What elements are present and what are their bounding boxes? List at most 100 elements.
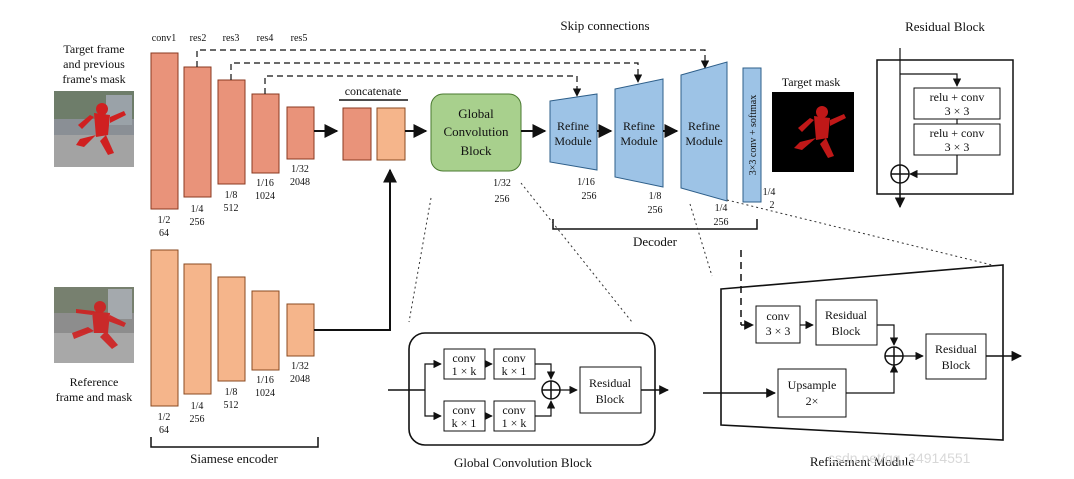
gcb-top-to-add <box>535 363 556 380</box>
gcb-conv-top-2-line-1: conv <box>502 351 525 365</box>
arrow-reference-to-concat <box>314 168 397 331</box>
refine-module-3-line-1: Refine <box>688 119 720 133</box>
skip-connection-res4 <box>264 75 582 97</box>
refinement-residual-b <box>925 333 987 380</box>
residual-block-frame <box>876 59 1014 195</box>
gcb-node-line-3: Block <box>460 143 492 158</box>
refinement-conv-line-1: conv <box>766 309 789 323</box>
softmax-layer <box>742 67 762 203</box>
softmax-channels: 2 <box>770 200 775 211</box>
target-scale-5: 1/32 <box>291 164 309 175</box>
reference-block-res5 <box>286 303 315 357</box>
skip-connections-label: Skip connections <box>560 18 649 33</box>
refinement-conv-line-2: 3 × 3 <box>766 324 791 338</box>
stage-label-res2: res2 <box>190 33 207 44</box>
refinement-residual-a-to-add <box>877 324 899 346</box>
target-scale-4: 1/16 <box>256 178 274 189</box>
stage-label-conv1: conv1 <box>152 33 176 44</box>
softmax-scale: 1/4 <box>763 187 776 198</box>
refinement-residual-a <box>815 299 878 346</box>
gcb-node-line-1: Global <box>458 106 494 121</box>
reference-channels-3: 512 <box>224 400 239 411</box>
gcb-conv-top-1-line-2: 1 × k <box>452 364 477 378</box>
skip-connection-res3 <box>230 62 643 83</box>
target-frame-image <box>54 91 134 167</box>
refinement-conv <box>755 305 801 344</box>
refinement-residual-b-line-1: Residual <box>935 342 978 356</box>
skip-connection-res2 <box>196 49 710 69</box>
residual-merge-line <box>909 155 958 179</box>
zoom-line-refine-left <box>689 203 713 277</box>
refinement-residual-a-line-2: Block <box>832 324 861 338</box>
target-mask-label: Target mask <box>782 75 841 89</box>
reference-frame-image <box>54 287 134 363</box>
refinement-upsample-to-add <box>846 364 899 394</box>
gcb-conv-kx1-top <box>493 348 536 380</box>
stage-label-res4: res4 <box>257 33 274 44</box>
zoom-line-refine-right <box>726 199 993 266</box>
target-channels-2: 256 <box>190 217 205 228</box>
refine-module-3-line-2: Module <box>685 134 722 148</box>
concat-reference-features <box>376 107 406 161</box>
reference-channels-4: 1024 <box>255 388 275 399</box>
gcb-bottom-to-add <box>535 400 556 417</box>
target-channels-4: 1024 <box>255 191 275 202</box>
gcb-conv-bottom-1-line-2: k × 1 <box>452 416 477 430</box>
target-block-conv1 <box>150 52 179 210</box>
refinement-residual-b-line-2: Block <box>942 358 971 372</box>
target-block-res5 <box>286 106 315 160</box>
reference-scale-4: 1/16 <box>256 375 274 386</box>
reference-block-res2 <box>183 263 212 395</box>
watermark: csdn.net/qq_34914551 <box>828 450 971 466</box>
refinement-upsample-line-1: Upsample <box>788 378 837 392</box>
decoder-bracket <box>552 219 758 230</box>
residual-unit-2-line-1: relu + conv <box>930 126 985 140</box>
reference-channels-2: 256 <box>190 414 205 425</box>
refine-module-3 <box>680 61 728 202</box>
reference-encoder <box>150 249 315 407</box>
target-mask-image <box>772 92 854 172</box>
target-scale-1: 1/2 <box>158 215 171 226</box>
gcb-input-top <box>424 359 442 390</box>
zoom-line-gcb-left <box>408 197 432 323</box>
target-scale-3: 1/8 <box>225 190 238 201</box>
concatenate-label: concatenate <box>345 84 402 98</box>
refinement-upsample <box>777 368 847 418</box>
reference-scale-2: 1/4 <box>191 401 204 412</box>
stage-label-res3: res3 <box>223 33 240 44</box>
refine-module-3-channels: 256 <box>714 217 729 228</box>
gcb-conv-kx1-bottom <box>443 400 486 432</box>
gcb-conv-top-1-line-1: conv <box>452 351 475 365</box>
gcb-conv-1xk-top <box>443 348 486 380</box>
reference-channels-5: 2048 <box>290 374 310 385</box>
gcb-conv-bottom-2-line-2: 1 × k <box>502 416 527 430</box>
refine-module-3-scale: 1/4 <box>715 203 728 214</box>
residual-branch-line <box>900 73 962 87</box>
reference-block-conv1 <box>150 249 179 407</box>
refine-module-2-line-2: Module <box>620 134 657 148</box>
gcb-node-line-2: Convolution <box>443 124 509 139</box>
gcb-node-channels: 256 <box>495 194 510 205</box>
target-block-res3 <box>217 79 246 185</box>
refine-module-1-line-2: Module <box>554 134 591 148</box>
target-input-label-1: Target frame <box>63 42 124 56</box>
reference-scale-3: 1/8 <box>225 387 238 398</box>
refine-module-1-line-1: Refine <box>557 119 589 133</box>
gcb-conv-top-2-line-2: k × 1 <box>502 364 527 378</box>
concat-target-features <box>342 107 372 161</box>
zoom-line-gcb-right <box>520 182 633 323</box>
reference-channels-1: 64 <box>159 425 169 436</box>
residual-unit-1-line-2: 3 × 3 <box>945 104 970 118</box>
refine-module-2-line-1: Refine <box>623 119 655 133</box>
gcb-conv-bottom-2-line-1: conv <box>502 403 525 417</box>
decoder-label: Decoder <box>633 234 678 249</box>
residual-unit-1-line-1: relu + conv <box>930 90 985 104</box>
reference-block-res4 <box>251 290 280 371</box>
refine-module-1-scale: 1/16 <box>577 177 595 188</box>
target-input-label-2: and previous <box>63 57 125 71</box>
target-block-res2 <box>183 66 212 198</box>
target-block-res4 <box>251 93 280 174</box>
gcb-detail-title: Global Convolution Block <box>454 455 592 470</box>
refine-module-2-channels: 256 <box>648 205 663 216</box>
residual-block-title: Residual Block <box>905 19 985 34</box>
